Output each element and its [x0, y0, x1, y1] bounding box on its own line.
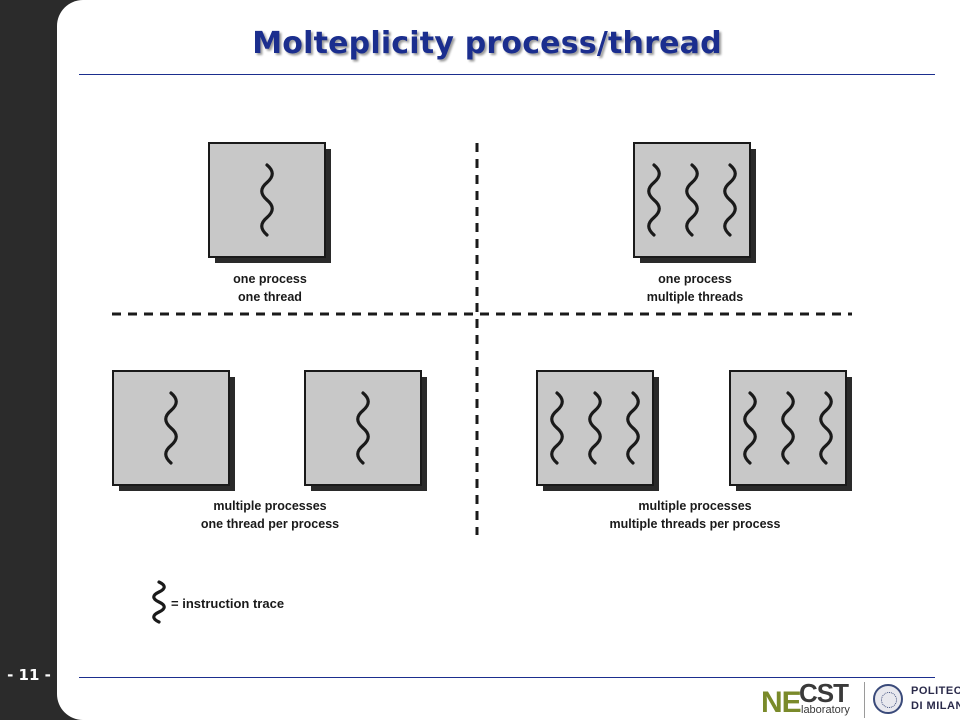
- process-box-top-right-thread-icon-3: [723, 163, 737, 237]
- process-box-bottom-right-1-thread-icon-1: [550, 391, 564, 465]
- label-top-left: one process one thread: [190, 270, 350, 306]
- necst-logo-cst: CST: [799, 678, 849, 708]
- process-box-bottom-right-2-thread-icon-1: [743, 391, 757, 465]
- label-bottom-right-line1: multiple processes: [638, 499, 752, 513]
- process-box-top-right-thread-icon-1: [647, 163, 661, 237]
- process-box-bottom-left-2-thread-icon: [356, 391, 370, 465]
- label-bottom-right-line2: multiple threads per process: [609, 517, 781, 531]
- necst-logo-sub: laboratory: [801, 704, 850, 716]
- legend-wavy-line-icon: [152, 580, 166, 624]
- legend-label: = instruction trace: [171, 596, 285, 611]
- process-box-bottom-left-1-thread-icon: [164, 391, 178, 465]
- process-box-bottom-right-1-thread-icon-3: [626, 391, 640, 465]
- process-box-bottom-right-2-thread-icon-3: [819, 391, 833, 465]
- process-box-bottom-right-2-thread-icon-2: [781, 391, 795, 465]
- polimi-seal-icon: [873, 684, 903, 714]
- polimi-line2: DI MILANO: [911, 700, 960, 712]
- footer-rule: [79, 677, 935, 678]
- footer-logos: NE CST laboratory POLITECNICO DI MILANO: [761, 678, 960, 720]
- slide: Molteplicity process/thread NE CST labor…: [57, 0, 960, 720]
- label-bottom-right: multiple processes multiple threads per …: [585, 497, 805, 533]
- polimi-line1: POLITECNICO: [911, 685, 960, 697]
- label-bottom-left-line1: multiple processes: [213, 499, 327, 513]
- label-bottom-left-line2: one thread per process: [200, 517, 340, 531]
- label-bottom-left: multiple processes one thread per proces…: [170, 497, 370, 533]
- process-box-bottom-right-1-thread-icon-2: [588, 391, 602, 465]
- polimi-logo-text: POLITECNICO DI MILANO: [911, 684, 960, 714]
- page-number: - 11 -: [7, 666, 51, 684]
- necst-logo-ne: NE: [761, 686, 802, 719]
- title-rule: [79, 74, 935, 75]
- process-box-top-right-thread-icon-2: [685, 163, 699, 237]
- label-top-left-line2: one thread: [238, 290, 302, 304]
- process-box-top-left-thread-icon: [260, 163, 274, 237]
- slide-title: Molteplicity process/thread: [252, 26, 722, 61]
- label-top-left-line1: one process: [233, 272, 307, 286]
- logo-divider: [864, 682, 865, 718]
- label-top-right-line2: multiple threads: [646, 290, 744, 304]
- label-top-right: one process multiple threads: [605, 270, 785, 306]
- label-top-right-line1: one process: [658, 272, 732, 286]
